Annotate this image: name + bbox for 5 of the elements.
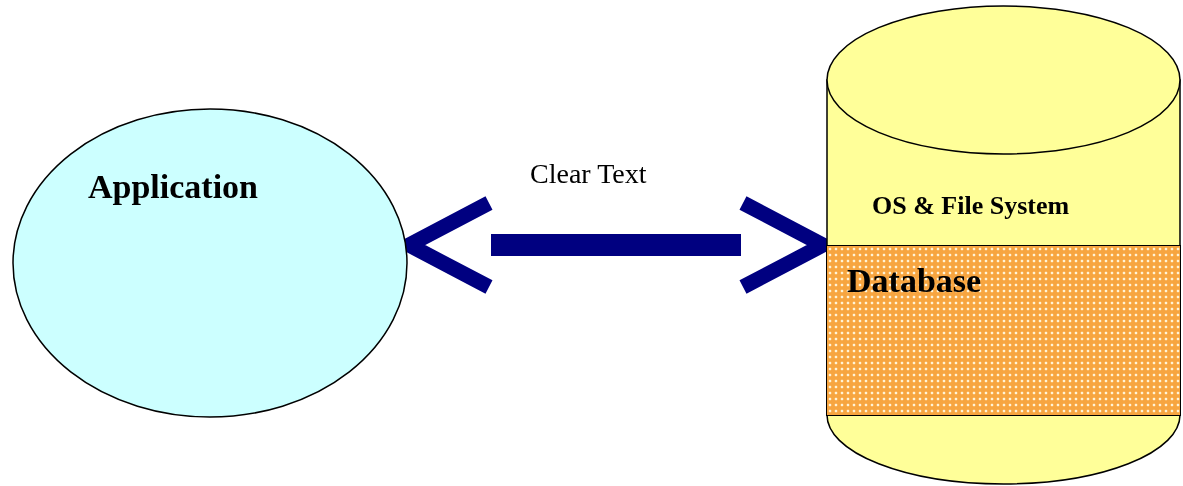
edge-label: Clear Text [530, 158, 647, 190]
database-band [826, 245, 1181, 416]
node-label: Application [88, 168, 259, 206]
node-label: Database [847, 262, 982, 300]
node-label: OS & File System [872, 191, 1070, 221]
